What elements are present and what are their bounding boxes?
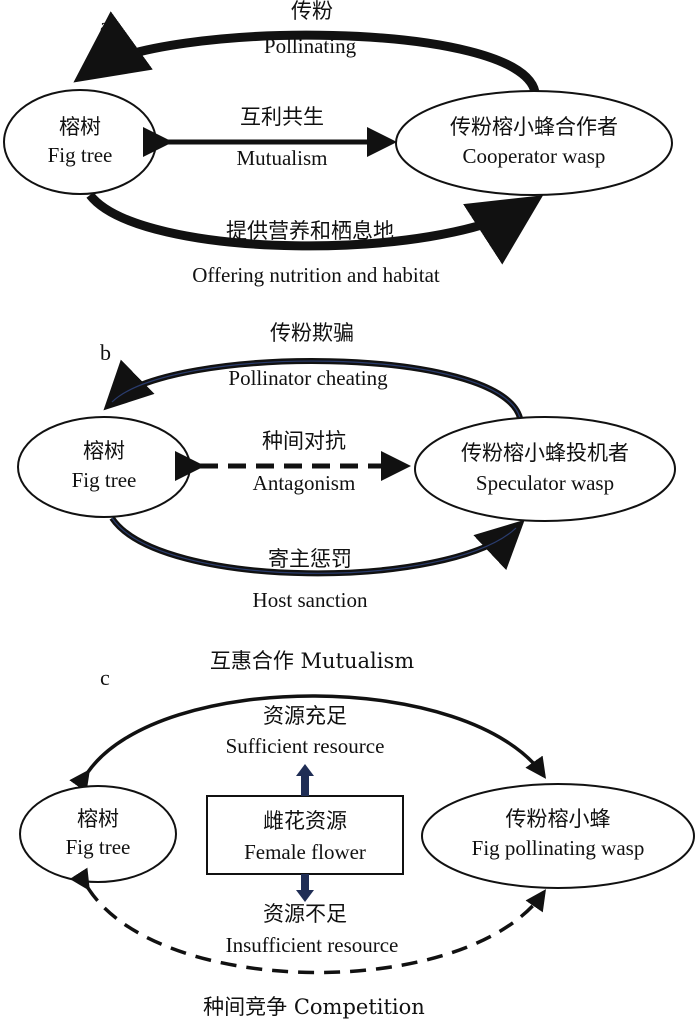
panel-b-label: b bbox=[100, 340, 111, 365]
insufficient-cn: 资源不足 bbox=[263, 902, 347, 926]
fig-tree-en-c: Fig tree bbox=[66, 835, 131, 859]
panel-a-label: a bbox=[100, 13, 110, 38]
insufficient-en: Insufficient resource bbox=[226, 933, 399, 957]
female-flower-en: Female flower bbox=[244, 840, 366, 864]
up-resource-arrowhead bbox=[296, 764, 314, 776]
down-resource-arrowhead bbox=[296, 890, 314, 902]
mutualism-cn: 互利共生 bbox=[240, 105, 324, 129]
panel-c: c 互惠合作 Mutualism 榕树 Fig tree 传粉榕小蜂 Fig p… bbox=[19, 649, 695, 1019]
fig-tree-node-c bbox=[19, 785, 177, 883]
fig-tree-cn-b: 榕树 bbox=[83, 439, 125, 463]
cheating-en: Pollinator cheating bbox=[228, 366, 388, 390]
panel-b: b 传粉欺骗 Pollinator cheating 榕树 Fig tree 传… bbox=[17, 321, 676, 612]
fig-tree-node-b bbox=[17, 416, 191, 518]
pollinating-wasp-node bbox=[421, 783, 695, 889]
fig-tree-en-b: Fig tree bbox=[72, 468, 137, 492]
panel-a: a 传粉 Pollinating 榕树 Fig tree 传粉榕小蜂合作者 Co… bbox=[3, 0, 673, 287]
cheating-cn: 传粉欺骗 bbox=[270, 321, 354, 345]
pollinating-wasp-cn: 传粉榕小蜂 bbox=[506, 807, 611, 831]
cooperator-wasp-en: Cooperator wasp bbox=[463, 144, 606, 168]
antagonism-cn: 种间对抗 bbox=[262, 429, 346, 453]
panel-c-label: c bbox=[100, 665, 110, 690]
offering-en: Offering nutrition and habitat bbox=[192, 263, 440, 287]
sanction-arrow-outline bbox=[111, 517, 517, 574]
mutualism-cooperation-label: 互惠合作 Mutualism bbox=[210, 649, 414, 673]
sufficient-en: Sufficient resource bbox=[226, 734, 385, 758]
pollinating-en: Pollinating bbox=[264, 34, 357, 58]
antagonism-en: Antagonism bbox=[253, 471, 356, 495]
speculator-wasp-en: Speculator wasp bbox=[476, 471, 614, 495]
sufficient-cn: 资源充足 bbox=[263, 704, 347, 728]
speculator-wasp-node bbox=[414, 416, 676, 522]
pollinating-wasp-en: Fig pollinating wasp bbox=[472, 836, 645, 860]
fig-tree-cn-a: 榕树 bbox=[59, 115, 101, 139]
offering-arrow bbox=[86, 192, 544, 265]
cheating-arrow-outline bbox=[111, 360, 521, 419]
cooperator-wasp-node bbox=[395, 90, 673, 196]
female-flower-box bbox=[206, 795, 404, 875]
fig-tree-en-a: Fig tree bbox=[48, 143, 113, 167]
pollinating-cn: 传粉 bbox=[291, 0, 333, 23]
competition-dashed-arc bbox=[69, 867, 546, 975]
cooperator-wasp-cn: 传粉榕小蜂合作者 bbox=[450, 115, 618, 139]
competition-label: 种间竞争 Competition bbox=[203, 995, 425, 1019]
fig-tree-cn-c: 榕树 bbox=[77, 807, 119, 831]
fig-tree-node-a bbox=[3, 89, 157, 195]
female-flower-cn: 雌花资源 bbox=[263, 809, 347, 833]
sanction-cn: 寄主惩罚 bbox=[268, 547, 352, 571]
speculator-wasp-cn: 传粉榕小蜂投机者 bbox=[461, 441, 629, 465]
mutualism-en: Mutualism bbox=[236, 146, 327, 170]
mutualism-arc bbox=[69, 694, 547, 793]
sanction-en: Host sanction bbox=[253, 588, 368, 612]
offering-cn: 提供营养和栖息地 bbox=[226, 219, 394, 243]
pollinating-arrow bbox=[73, 11, 540, 94]
